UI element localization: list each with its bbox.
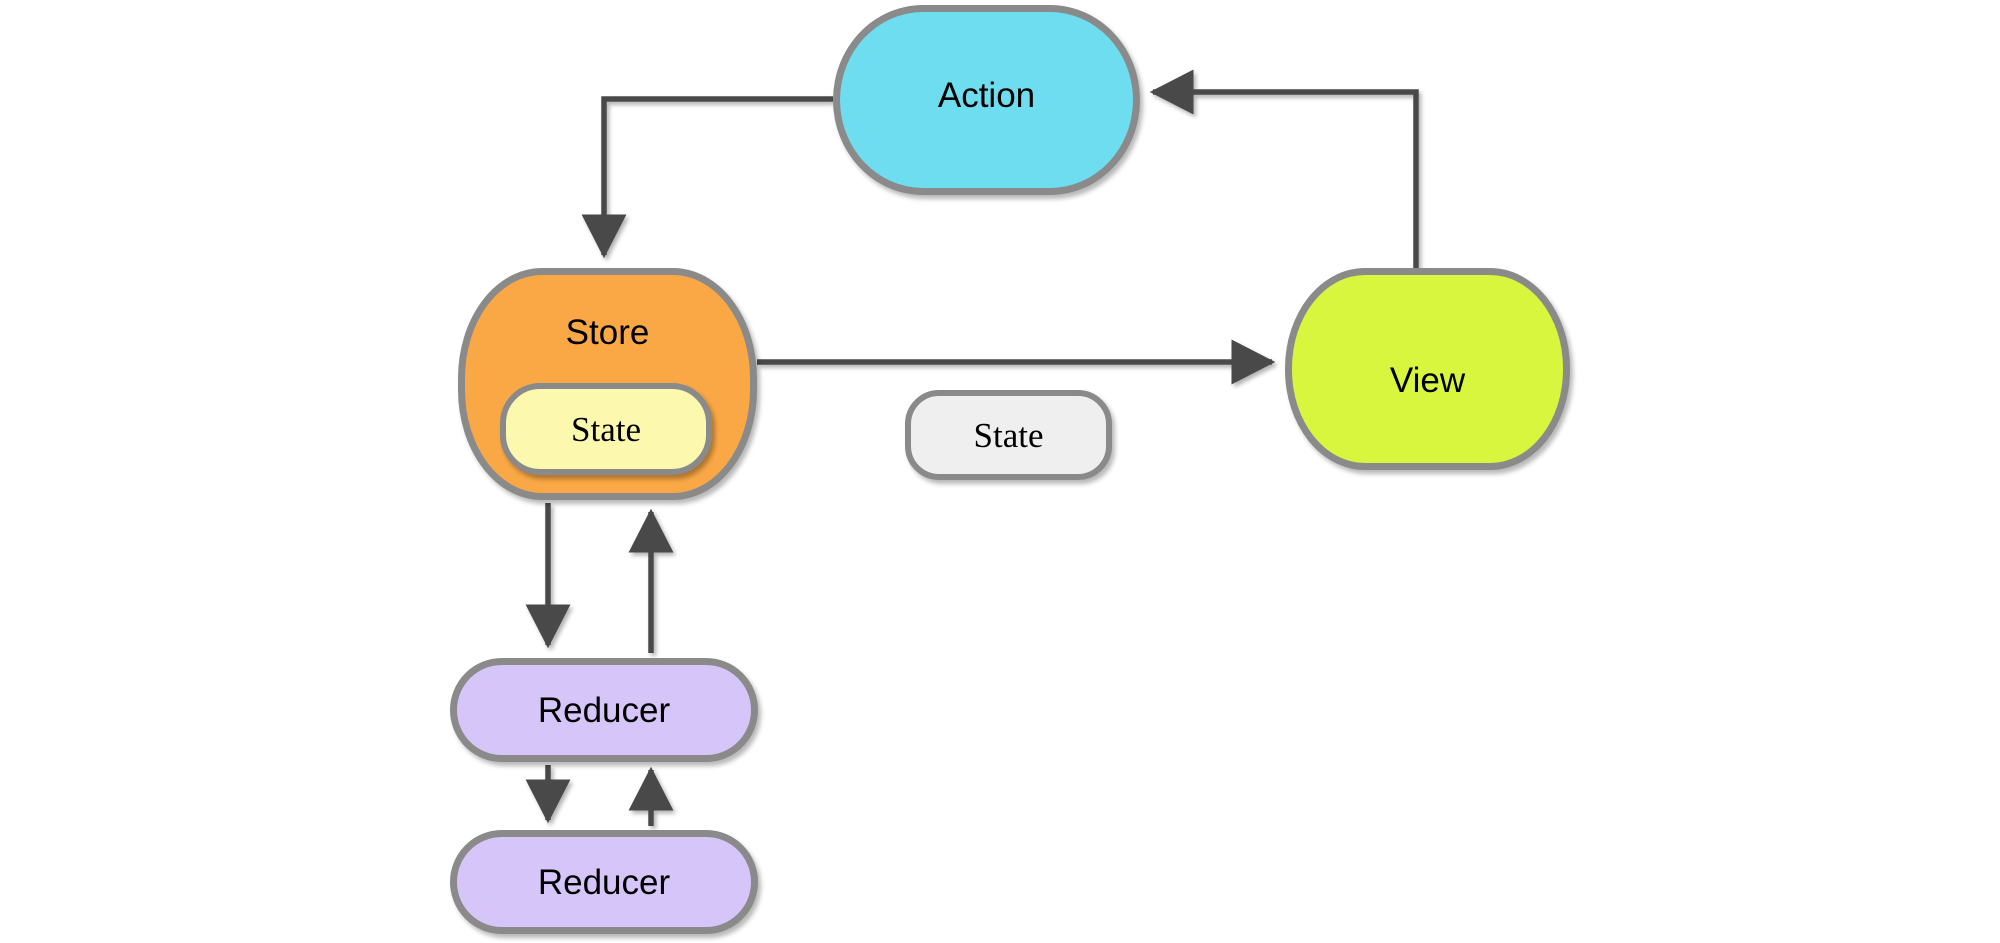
node-action[interactable]: Action [833,5,1140,195]
node-reducer-1-label: Reducer [537,690,671,730]
edge-label-state[interactable]: State [905,390,1112,480]
node-action-label: Action [937,76,1036,115]
edge-view-to-action [1149,69,1419,268]
node-reducer-2[interactable]: Reducer [450,830,758,934]
node-reducer-2-label: Reducer [537,862,671,902]
node-store-label: Store [565,313,650,352]
node-reducer-1[interactable]: Reducer [450,658,758,762]
edge-action-to-store [581,96,833,259]
node-view-label: View [1389,360,1466,400]
edge-label-state-text: State [973,415,1044,455]
node-store-state[interactable]: State [500,383,712,475]
node-store-state-label: State [571,409,641,449]
node-view[interactable]: View [1285,268,1570,470]
